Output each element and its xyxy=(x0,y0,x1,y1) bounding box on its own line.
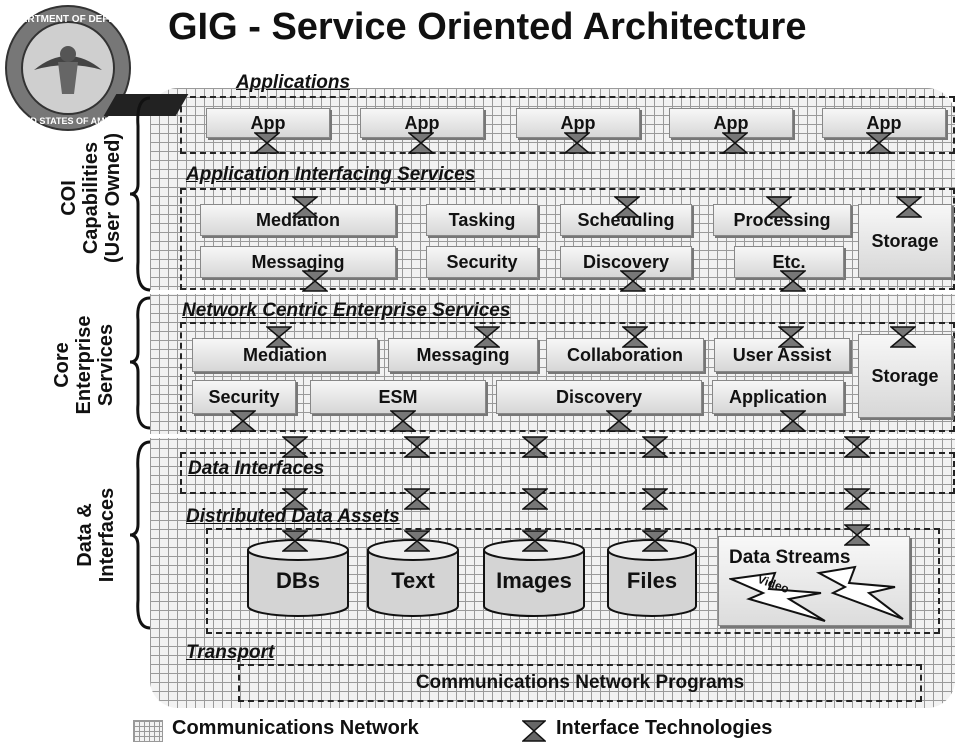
interface-technology-icon xyxy=(622,326,648,348)
data-brace xyxy=(129,440,151,630)
side-label-coi: COI Capabilities (User Owned) xyxy=(58,132,124,264)
side-label-data: Data & Interfaces xyxy=(74,487,118,583)
interface-technology-icon xyxy=(522,436,548,458)
interface-technology-icon xyxy=(282,436,308,458)
interface-technology-icon xyxy=(390,410,416,432)
section-title-applications: Applications xyxy=(236,72,351,93)
interface-technology-icon xyxy=(522,720,546,742)
interface-technology-icon xyxy=(564,132,590,154)
nces-messaging-box: Messaging xyxy=(388,338,538,372)
interface-technology-icon xyxy=(404,530,430,552)
lightning-bolt-icon xyxy=(729,571,826,622)
nces-application-box: Application xyxy=(712,380,844,414)
ais-messaging-box: Messaging xyxy=(200,246,396,278)
section-title-data-interfaces: Data Interfaces xyxy=(188,458,325,479)
page-title: GIG - Service Oriented Architecture xyxy=(168,6,807,48)
interface-technology-icon xyxy=(866,132,892,154)
interface-technology-icon xyxy=(642,436,668,458)
interface-technology-icon xyxy=(404,436,430,458)
interface-technology-icon xyxy=(282,488,308,510)
app-box: App xyxy=(669,108,793,138)
nces-security-box: Security xyxy=(192,380,296,414)
interface-technology-icon xyxy=(642,530,668,552)
nces-storage-box: Storage xyxy=(858,334,952,418)
interface-technology-icon xyxy=(522,488,548,510)
legend-interface-label: Interface Technologies xyxy=(556,717,773,739)
data-streams-box: Data Streams Video xyxy=(718,536,910,626)
nces-frame xyxy=(180,322,955,432)
data-interfaces-frame xyxy=(180,452,955,494)
app-box: App xyxy=(822,108,946,138)
interface-technology-icon xyxy=(282,530,308,552)
dbs-cylinder: DBs xyxy=(246,538,350,618)
transport-label: Communications Network Programs xyxy=(415,672,745,693)
dod-seal-logo: DEPARTMENT OF DEFENSE UNITED STATES OF A… xyxy=(4,5,132,131)
nces-esm-box: ESM xyxy=(310,380,486,414)
interface-technology-icon xyxy=(844,436,870,458)
nces-discovery-box: Discovery xyxy=(496,380,702,414)
nces-collaboration-box: Collaboration xyxy=(546,338,704,372)
interface-technology-icon xyxy=(844,524,870,546)
interface-technology-icon xyxy=(722,132,748,154)
transport-frame xyxy=(238,664,922,702)
layer-separator xyxy=(150,434,955,438)
images-label: Images xyxy=(496,568,572,593)
interface-technology-icon xyxy=(292,196,318,218)
interface-technology-icon xyxy=(780,410,806,432)
coi-brace xyxy=(129,96,151,292)
legend-grid-swatch xyxy=(133,720,163,742)
ais-mediation-box: Mediation xyxy=(200,204,396,236)
core-brace xyxy=(129,296,151,430)
data-streams-label: Data Streams xyxy=(729,547,851,568)
dbs-label: DBs xyxy=(275,568,320,593)
interface-technology-icon xyxy=(606,410,632,432)
section-title-ais: Application Interfacing Services xyxy=(186,164,476,185)
svg-text:DEPARTMENT OF DEFENSE: DEPARTMENT OF DEFENSE xyxy=(4,14,132,25)
files-label: Files xyxy=(626,568,678,593)
section-title-nces: Network Centric Enterprise Services xyxy=(182,300,511,321)
side-label-core: Core Enterprise Services xyxy=(51,315,117,415)
legend-network-label: Communications Network xyxy=(172,717,419,739)
files-cylinder: Files xyxy=(606,538,698,618)
interface-technology-icon xyxy=(266,326,292,348)
interface-technology-icon xyxy=(642,488,668,510)
interface-technology-icon xyxy=(890,326,916,348)
interface-technology-icon xyxy=(614,196,640,218)
interface-technology-icon xyxy=(408,132,434,154)
interface-technology-icon xyxy=(404,488,430,510)
interface-technology-icon xyxy=(522,530,548,552)
interface-technology-icon xyxy=(230,410,256,432)
interface-technology-icon xyxy=(844,488,870,510)
layer-separator xyxy=(150,290,955,294)
interface-technology-icon xyxy=(302,270,328,292)
ais-security-box: Security xyxy=(426,246,538,278)
interface-technology-icon xyxy=(896,196,922,218)
ais-discovery-box: Discovery xyxy=(560,246,692,278)
section-title-transport: Transport xyxy=(186,642,275,663)
interface-technology-icon xyxy=(780,270,806,292)
text-label: Text xyxy=(391,568,435,593)
interface-technology-icon xyxy=(474,326,500,348)
ais-frame xyxy=(180,188,955,290)
ais-tasking-box: Tasking xyxy=(426,204,538,236)
interface-technology-icon xyxy=(620,270,646,292)
lightning-bolt-icon xyxy=(815,565,904,620)
interface-technology-icon xyxy=(254,132,280,154)
section-title-dda: Distributed Data Assets xyxy=(186,506,400,527)
dda-frame xyxy=(206,528,940,634)
interface-technology-icon xyxy=(766,196,792,218)
svg-text:UNITED STATES OF AMERICA: UNITED STATES OF AMERICA xyxy=(4,116,132,126)
interface-technology-icon xyxy=(778,326,804,348)
